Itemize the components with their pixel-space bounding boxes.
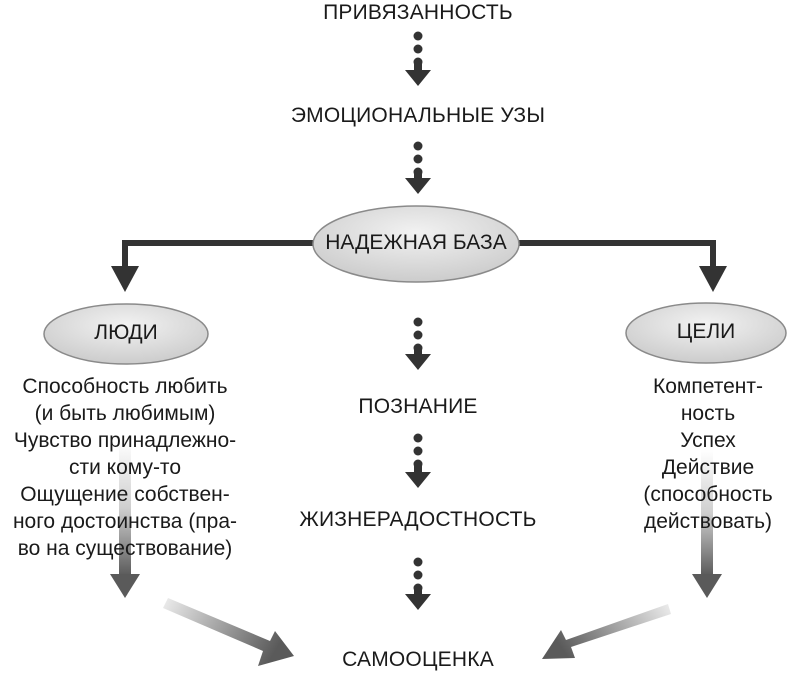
- people-list-item: Способность любить: [22, 375, 228, 398]
- branch-arrow-base-to-goals: [514, 240, 727, 292]
- node-secure-base: НАДЕЖНАЯ БАЗА: [325, 231, 507, 254]
- node-cognition: ПОЗНАНИЕ: [358, 395, 478, 418]
- goals-list-item: ность: [680, 402, 736, 425]
- gradient-arrow-goals-down: [692, 450, 722, 598]
- goals-list-item: Действие: [661, 456, 755, 479]
- diagonal-arrow-right-to-self-esteem: [542, 604, 671, 659]
- people-list-item: ного достоинства (пра-: [12, 510, 238, 533]
- people-list-item: сти кому-то: [68, 456, 181, 479]
- node-self-esteem: САМООЦЕНКА: [342, 648, 494, 671]
- dotted-arrow-cognition-to-joy: [405, 433, 431, 488]
- node-goals: ЦЕЛИ: [676, 320, 736, 343]
- node-people: ЛЮДИ: [94, 321, 158, 344]
- branch-arrow-base-to-people: [111, 240, 322, 292]
- gradient-arrow-people-down: [110, 440, 140, 598]
- node-joy-of-life: ЖИЗНЕРАДОСТНОСТЬ: [299, 508, 537, 531]
- goals-list-item: (способность: [643, 483, 773, 506]
- people-ellipse: [43, 303, 209, 365]
- goals-list-item: Компетент-: [653, 375, 763, 398]
- goals-list-item: Успех: [680, 429, 736, 452]
- people-list-item: Ощущение собствен-: [20, 483, 230, 506]
- people-list-item: Чувство принадлежно-: [13, 429, 237, 452]
- diagonal-arrow-left-to-self-esteem: [163, 598, 294, 666]
- dotted-arrow-attachment-to-bonds: [405, 31, 431, 86]
- people-list-item: (и быть любимым): [34, 402, 216, 425]
- goals-list-item: действовать): [643, 510, 773, 533]
- dotted-arrow-base-to-cognition: [405, 317, 431, 370]
- node-emotional-bonds: ЭМОЦИОНАЛЬНЫЕ УЗЫ: [290, 104, 546, 127]
- dotted-arrow-bonds-to-base: [405, 141, 431, 194]
- dotted-arrow-joy-to-self-esteem: [405, 557, 431, 610]
- goals-qualities-list: Компетент- ность Успех Действие (способн…: [626, 373, 790, 535]
- goals-ellipse: [625, 302, 787, 364]
- secure-base-ellipse: [312, 205, 520, 283]
- people-list-item: во на существование): [17, 537, 233, 560]
- node-attachment: ПРИВЯЗАННОСТЬ: [323, 1, 513, 24]
- people-qualities-list: Способность любить (и быть любимым) Чувс…: [0, 373, 250, 562]
